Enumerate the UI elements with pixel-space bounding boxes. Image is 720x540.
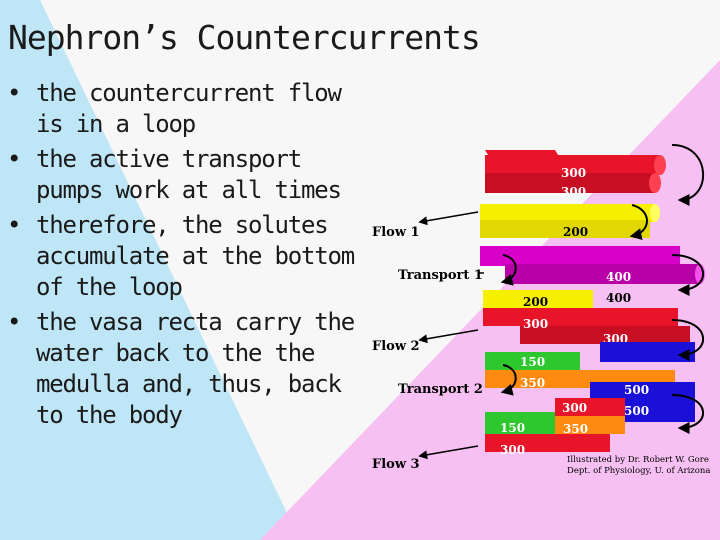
value-yellow-top: 200	[563, 225, 588, 239]
label-flow1: Flow 1	[372, 225, 420, 240]
bullet-text: the vasa recta carry the water back to t…	[36, 308, 355, 429]
bullet-dot-icon: •	[7, 79, 21, 107]
loop-arrow-icon	[671, 394, 705, 434]
loop-arrows	[500, 144, 705, 434]
flow1-arrow-icon	[418, 211, 479, 226]
tube-red-lower	[485, 173, 655, 193]
label-flow3: Flow 3	[372, 457, 420, 472]
label-transport2: Transport 2	[398, 382, 483, 397]
value-magenta-bottom: 400	[606, 291, 631, 305]
loop-arrow-icon	[500, 254, 517, 286]
value-orange-bottom: 350	[520, 376, 545, 390]
bullet-dot-icon: •	[7, 308, 21, 336]
bullet-text: therefore, the solutes accumulate at the…	[36, 211, 355, 301]
value-blue-top: 500	[624, 383, 649, 397]
label-transport1: Transport 1	[398, 268, 483, 283]
tube-green-low	[485, 412, 555, 434]
loop-arrow-icon	[671, 144, 704, 206]
credit-line-1: Illustrated by Dr. Robert W. Gore	[567, 455, 709, 465]
flow2-arrow-icon	[418, 329, 479, 344]
tube-end-cap	[650, 204, 660, 222]
value-yellow-mid-bottom: 300	[523, 317, 548, 331]
bullet-list: • the countercurrent flow is in a loop • t…	[7, 78, 362, 435]
credit-line-2: Dept. of Physiology, U. of Arizona	[567, 466, 710, 476]
bullet-dot-icon: •	[7, 211, 21, 239]
value-magenta-top: 400	[606, 270, 631, 284]
value-orange-low: 350	[563, 422, 588, 436]
bullet-text: the countercurrent flow is in a loop	[36, 79, 342, 138]
slide-title: Nephron’s Countercurrents	[8, 18, 481, 57]
tube-group-1: 300 300 200 400	[480, 150, 666, 261]
tube-red-upper	[485, 155, 660, 175]
value-red-top: 300	[561, 166, 586, 180]
value-red-low: 300	[500, 443, 525, 457]
tube-magenta-upper	[480, 246, 680, 266]
bullet-item: • the countercurrent flow is in a loop	[7, 78, 362, 140]
value-yellow-mid-top: 200	[523, 295, 548, 309]
bullet-item: • the active transport pumps work at all …	[7, 144, 362, 206]
tube-red-mid-lower	[520, 326, 690, 344]
bullet-text: the active transport pumps work at all t…	[36, 145, 342, 204]
tube-group-2: 200 300 300 500	[483, 290, 690, 365]
loop-arrow-icon	[500, 364, 517, 396]
tube-group-magenta: 400 400	[480, 246, 705, 305]
tube-end-cap	[649, 173, 661, 193]
value-green-low: 150	[500, 421, 525, 435]
tube-orange-low	[555, 416, 625, 434]
label-flow2: Flow 2	[372, 339, 420, 354]
tube-yellow-mid	[483, 290, 593, 308]
tube-end-cap	[654, 155, 666, 175]
tube-yellow-upper	[480, 204, 655, 222]
flow-pointers	[418, 211, 484, 460]
tube-red-low	[485, 434, 610, 452]
loop-arrow-icon	[629, 204, 648, 240]
flow3-arrow-icon	[418, 445, 479, 460]
tube-red-mid	[483, 308, 678, 326]
loop-arrow-icon	[671, 319, 705, 361]
value-red-bottom: 300	[561, 185, 586, 199]
tube-red-low-top	[555, 398, 625, 416]
tube-yellow-lower	[480, 220, 650, 238]
value-green-top: 150	[520, 355, 545, 369]
tube-magenta-lower	[505, 264, 700, 284]
bullet-dot-icon: •	[7, 145, 21, 173]
value-red-low2: 300	[562, 401, 587, 415]
tube-blue-upper	[600, 342, 695, 362]
tube-green	[485, 352, 580, 370]
loop-arrow-icon	[671, 254, 705, 296]
bullet-item: • therefore, the solutes accumulate at th…	[7, 210, 362, 303]
bullet-item: • the vasa recta carry the water back to …	[7, 307, 362, 431]
value-blue-bottom: 500	[624, 404, 649, 418]
tube-group-4: 150 300 300 350	[485, 398, 625, 457]
